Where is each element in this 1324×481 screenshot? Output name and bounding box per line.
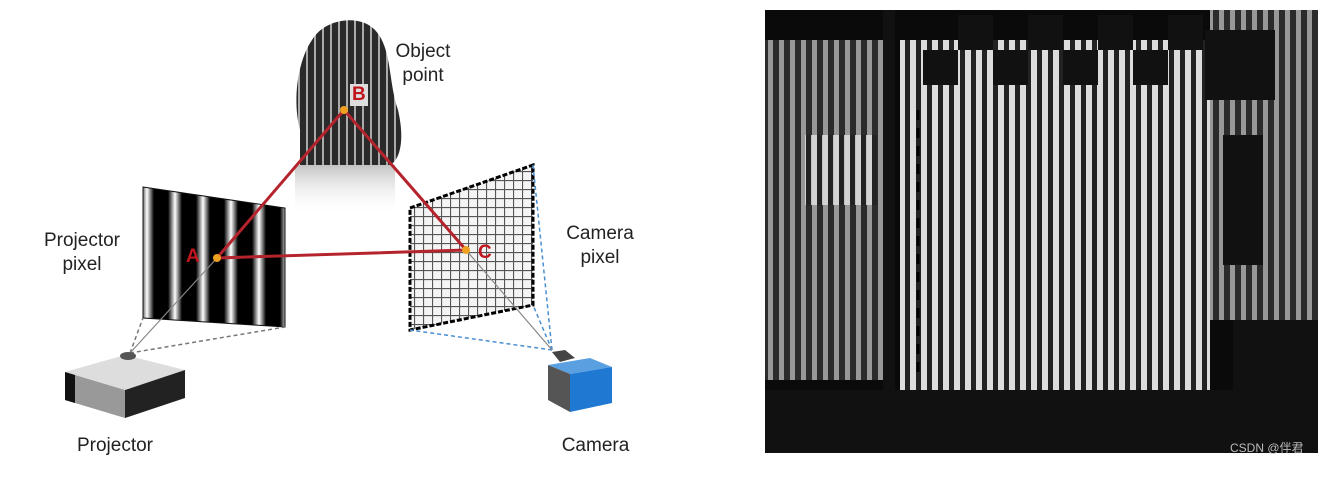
projector-device bbox=[65, 352, 185, 418]
camera-pixel-grid bbox=[408, 162, 535, 332]
point-c-dot bbox=[462, 246, 470, 254]
camera-pixel-label: Camera pixel bbox=[566, 223, 634, 268]
camera-label: Camera bbox=[561, 435, 630, 456]
object-shape bbox=[295, 20, 402, 215]
watermark: CSDN @伴君 bbox=[1230, 441, 1304, 455]
projector-pixel-label: Projector pixel bbox=[43, 230, 121, 275]
triangulation-triangle bbox=[213, 107, 470, 260]
point-c-label: C bbox=[478, 242, 492, 263]
point-b-label: B bbox=[350, 84, 368, 106]
triangulation-diagram bbox=[65, 20, 612, 418]
fringe-projection-photo bbox=[765, 10, 1318, 453]
camera-device bbox=[548, 350, 612, 412]
point-b-dot bbox=[340, 106, 348, 114]
projector-label: Projector bbox=[76, 435, 154, 456]
object-point-label: Object point bbox=[395, 41, 451, 86]
point-a-dot bbox=[213, 254, 221, 262]
point-a-label: A bbox=[186, 246, 200, 267]
